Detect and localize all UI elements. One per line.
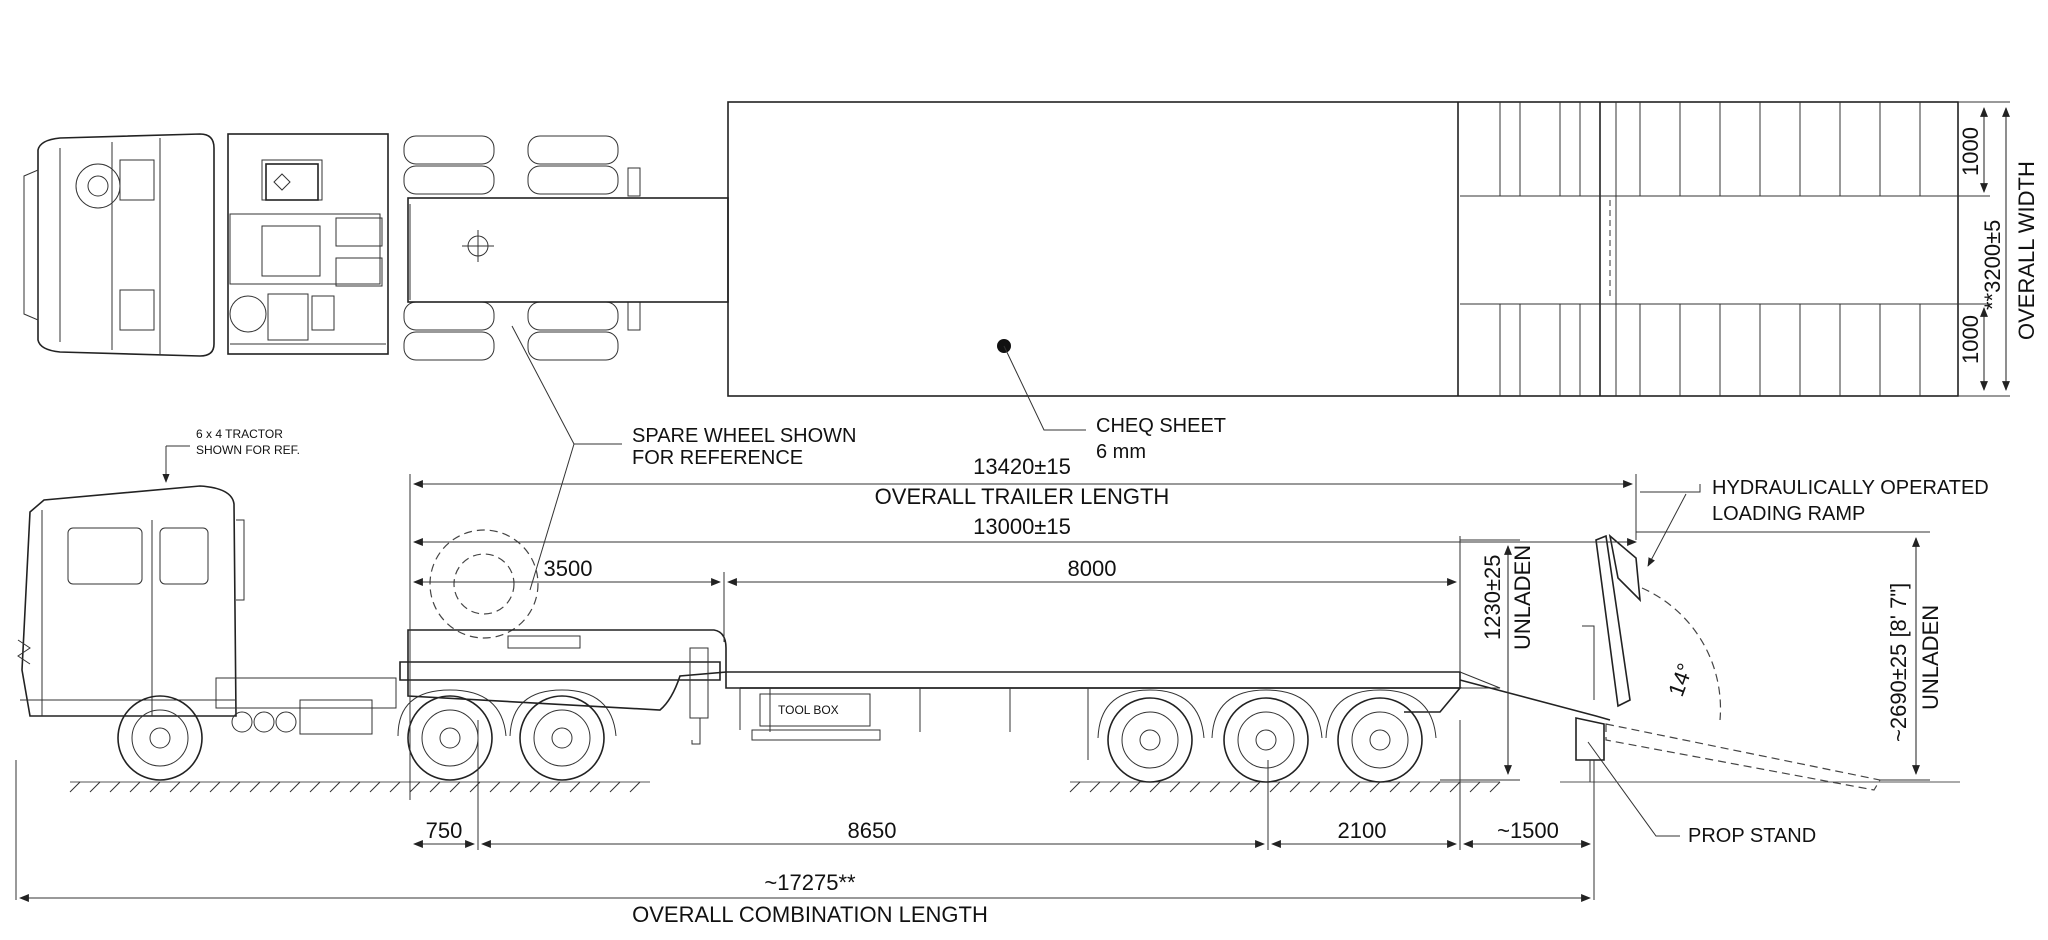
plan-view: 1000 1000 **3200±5 OVERALL WIDTH: [23, 101, 2039, 397]
gooseneck-plan: [407, 197, 729, 303]
gooseneck-side: [407, 629, 727, 745]
trailer-wheel-3: [1337, 697, 1423, 783]
ramp-width-bottom: 1000: [1958, 315, 1983, 364]
deck-height-value: 1230±25: [1480, 555, 1505, 641]
overall-height-value: ~2690±25 [8' 7"]: [1886, 583, 1911, 742]
trailer-wheel-2: [1223, 697, 1309, 783]
trailer-axles: [1097, 689, 1437, 783]
lower-deck-span: 8000: [1068, 556, 1117, 581]
deck-slats: [1499, 102, 1921, 396]
tractor-wheels-plan: [403, 135, 641, 361]
tractor-side: [17, 485, 721, 735]
ramp-overhang: ~1500: [1497, 818, 1559, 843]
ramp-width-top: 1000: [1958, 127, 1983, 176]
deck-length-value: 13000±15: [973, 514, 1071, 539]
overall-combination-value: ~17275**: [764, 870, 856, 895]
tractor-callout-1: 6 x 4 TRACTOR: [196, 427, 283, 441]
side-elevation: TOOL BOX: [15, 454, 1960, 927]
deck-plan: [727, 101, 1959, 397]
tractor-callout-2: SHOWN FOR REF.: [196, 443, 300, 457]
gooseneck-span: 3500: [544, 556, 593, 581]
cheq-sheet-callout-2: 6 mm: [1096, 441, 1146, 463]
trailer-wheel-1: [1107, 697, 1193, 783]
spare-wheel: [429, 529, 539, 639]
overall-width-value: **3200±5: [1980, 220, 2005, 310]
tractor-front-wheel: [117, 695, 203, 781]
ramp-callout-2: LOADING RAMP: [1712, 503, 1865, 525]
ramp-callout-1: HYDRAULICALLY OPERATED: [1712, 477, 1989, 499]
spare-wheel-callout-1: SPARE WHEEL SHOWN: [632, 425, 856, 447]
axle-spread: 2100: [1338, 818, 1387, 843]
overall-trailer-length-value: 13420±15: [973, 454, 1071, 479]
overall-width-label: OVERALL WIDTH: [2014, 161, 2039, 340]
wheelbase: 8650: [848, 818, 897, 843]
cheq-sheet-callout-1: CHEQ SHEET: [1096, 415, 1226, 437]
prop-stand-callout: PROP STAND: [1688, 825, 1816, 847]
overall-height-label: UNLADEN: [1918, 605, 1943, 710]
deck-height-label: UNLADEN: [1510, 545, 1535, 650]
tractor-wheels-side: [117, 689, 617, 781]
callouts: SPARE WHEEL SHOWN FOR REFERENCE CHEQ SHE…: [162, 325, 1989, 847]
overall-combination-label: OVERALL COMBINATION LENGTH: [632, 902, 988, 927]
kingpin-offset: 750: [426, 818, 463, 843]
side-dimensions: 13420±15 OVERALL TRAILER LENGTH 13000±15…: [15, 454, 1943, 927]
tractor-drive-wheel-1: [407, 695, 493, 781]
width-dimensions: 1000 1000 **3200±5 OVERALL WIDTH: [1958, 101, 2039, 397]
overall-trailer-length-label: OVERALL TRAILER LENGTH: [875, 484, 1170, 509]
deck-side: TOOL BOX: [725, 671, 1501, 783]
tractor-drive-wheel-2: [519, 695, 605, 781]
ramp-angle: 14°: [1663, 660, 1698, 700]
tractor-plan: [23, 133, 641, 361]
spare-wheel-callout-2: FOR REFERENCE: [632, 447, 803, 469]
tool-box-label: TOOL BOX: [778, 703, 839, 717]
